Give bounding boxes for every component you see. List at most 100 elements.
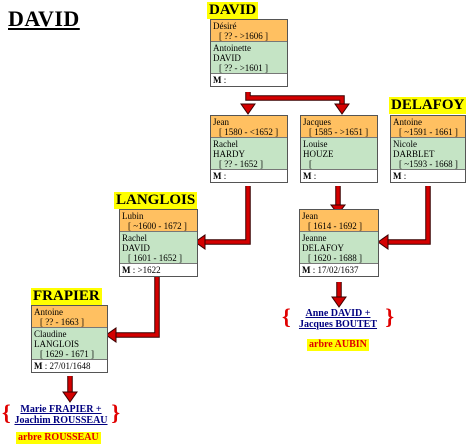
surname-label-frapier: FRAPIER	[31, 288, 102, 305]
wife-block: Louise HOUZE [	[301, 138, 377, 170]
brace-right-icon: }	[385, 304, 394, 329]
wife-block: Claudine LANGLOIS [ 1629 - 1671 ]	[32, 328, 107, 360]
wife-first-name: Rachel	[213, 139, 238, 149]
brace-left-icon: {	[2, 400, 11, 425]
tree-link-aubin[interactable]: arbre AUBIN	[307, 339, 369, 351]
husband-block: Jacques [ 1585 - >1651 ]	[301, 116, 377, 138]
marriage-row: M :	[391, 170, 465, 182]
husband-name: Désiré	[213, 21, 237, 31]
surname-label-delafoy: DELAFOY	[389, 97, 467, 114]
marriage-row: M :	[211, 74, 287, 86]
wife-surname: HOUZE	[303, 149, 334, 159]
wife-surname: DARBLET	[393, 149, 435, 159]
family-card-jacques-houze[interactable]: Jacques [ 1585 - >1651 ] Louise HOUZE [ …	[300, 115, 378, 183]
husband-block: Lubin [ ~1600 - 1672 ]	[120, 210, 197, 232]
husband-dates: [ 1614 - 1692 ]	[308, 221, 362, 231]
marriage-row: M : 27/01/1648	[32, 360, 107, 372]
husband-name: Lubin	[122, 211, 144, 221]
family-card-antoine-langlois[interactable]: Antoine [ ?? - 1663 ] Claudine LANGLOIS …	[31, 305, 108, 373]
marriage-label: M	[393, 171, 402, 181]
arrow-head	[62, 391, 78, 403]
marriage-date: : >1622	[132, 265, 161, 275]
husband-dates: [ ~1600 - 1672 ]	[128, 221, 187, 231]
wife-dates: [ ?? - >1601 ]	[219, 63, 269, 73]
husband-block: Antoine [ ?? - 1663 ]	[32, 306, 107, 328]
wife-surname: DAVID	[213, 53, 241, 63]
marriage-label: M	[213, 171, 222, 181]
wife-first-name: Jeanne	[302, 233, 327, 243]
wife-dates: [ ~1593 - 1668 ]	[399, 159, 458, 169]
brace-left-icon: {	[282, 304, 291, 329]
husband-dates: [ 1580 - <1652 ]	[219, 127, 279, 137]
link-jacques-boutet[interactable]: Jacques BOUTET	[298, 319, 378, 330]
husband-name: Jean	[302, 211, 318, 221]
family-card-desire[interactable]: Désiré [ ?? - >1606 ] Antoinette DAVID […	[210, 19, 288, 87]
wife-surname: DAVID	[122, 243, 150, 253]
marriage-label: M	[302, 265, 311, 275]
link-joachim-rousseau[interactable]: Joachim ROUSSEAU	[14, 415, 108, 426]
marriage-date: :	[403, 171, 407, 181]
wife-block: Antoinette DAVID [ ?? - >1601 ]	[211, 42, 287, 74]
marriage-label: M	[213, 75, 222, 85]
tree-link-rousseau[interactable]: arbre ROUSSEAU	[16, 432, 101, 444]
husband-name: Antoine	[34, 307, 63, 317]
marriage-row: M :	[211, 170, 287, 182]
arrow-head	[194, 234, 206, 250]
marriage-row: M : >1622	[120, 264, 197, 276]
marriage-date: : 17/02/1637	[312, 265, 359, 275]
link-marie-frapier[interactable]: Marie FRAPIER +	[20, 404, 102, 415]
brace-right-icon: }	[111, 400, 120, 425]
marriage-label: M	[303, 171, 312, 181]
page-title: DAVID	[8, 6, 80, 31]
wife-dates: [	[309, 159, 312, 169]
husband-dates: [ ~1591 - 1661 ]	[399, 127, 458, 137]
husband-block: Jean [ 1580 - <1652 ]	[211, 116, 287, 138]
husband-name: Jean	[213, 117, 229, 127]
wife-surname: HARDY	[213, 149, 246, 159]
marriage-label: M	[122, 265, 131, 275]
marriage-label: M	[34, 361, 43, 371]
wife-first-name: Nicole	[393, 139, 417, 149]
descendant-rousseau: { Marie FRAPIER + Joachim ROUSSEAU }	[2, 400, 120, 427]
marriage-date: :	[223, 171, 227, 181]
husband-block: Désiré [ ?? - >1606 ]	[211, 20, 287, 42]
wife-dates: [ ?? - 1652 ]	[219, 159, 263, 169]
family-card-jean-delafoy[interactable]: Jean [ 1614 - 1692 ] Jeanne DELAFOY [ 16…	[299, 209, 379, 277]
wife-block: Rachel DAVID [ 1601 - 1652 ]	[120, 232, 197, 264]
marriage-row: M :	[301, 170, 377, 182]
marriage-date: :	[313, 171, 317, 181]
arrow-head	[105, 327, 117, 343]
wife-block: Jeanne DELAFOY [ 1620 - 1688 ]	[300, 232, 378, 264]
wife-block: Nicole DARBLET [ ~1593 - 1668 ]	[391, 138, 465, 170]
husband-dates: [ ?? - 1663 ]	[40, 317, 84, 327]
wife-first-name: Louise	[303, 139, 328, 149]
wife-first-name: Rachel	[122, 233, 147, 243]
wife-surname: LANGLOIS	[34, 339, 79, 349]
husband-block: Jean [ 1614 - 1692 ]	[300, 210, 378, 232]
arrow-head	[331, 296, 347, 308]
link-anne-david[interactable]: Anne DAVID +	[305, 308, 371, 319]
wife-dates: [ 1601 - 1652 ]	[128, 253, 182, 263]
wife-first-name: Claudine	[34, 329, 67, 339]
wife-first-name: Antoinette	[213, 43, 251, 53]
wife-dates: [ 1629 - 1671 ]	[40, 349, 94, 359]
husband-dates: [ 1585 - >1651 ]	[309, 127, 369, 137]
arrow-head	[334, 103, 350, 115]
surname-label-david: DAVID	[207, 2, 259, 19]
arrow-head	[377, 234, 389, 250]
wife-block: Rachel HARDY [ ?? - 1652 ]	[211, 138, 287, 170]
arrow-head	[240, 103, 256, 115]
family-card-jean-hardy[interactable]: Jean [ 1580 - <1652 ] Rachel HARDY [ ?? …	[210, 115, 288, 183]
family-card-lubin-david[interactable]: Lubin [ ~1600 - 1672 ] Rachel DAVID [ 16…	[119, 209, 198, 277]
marriage-date: :	[223, 75, 227, 85]
descendant-aubin: { Anne DAVID + Jacques BOUTET }	[282, 304, 394, 331]
husband-dates: [ ?? - >1606 ]	[219, 31, 269, 41]
husband-name: Jacques	[303, 117, 331, 127]
family-card-antoine-darblet[interactable]: Antoine [ ~1591 - 1661 ] Nicole DARBLET …	[390, 115, 466, 183]
husband-name: Antoine	[393, 117, 422, 127]
marriage-row: M : 17/02/1637	[300, 264, 378, 276]
husband-block: Antoine [ ~1591 - 1661 ]	[391, 116, 465, 138]
wife-dates: [ 1620 - 1688 ]	[308, 253, 362, 263]
marriage-date: : 27/01/1648	[44, 361, 91, 371]
